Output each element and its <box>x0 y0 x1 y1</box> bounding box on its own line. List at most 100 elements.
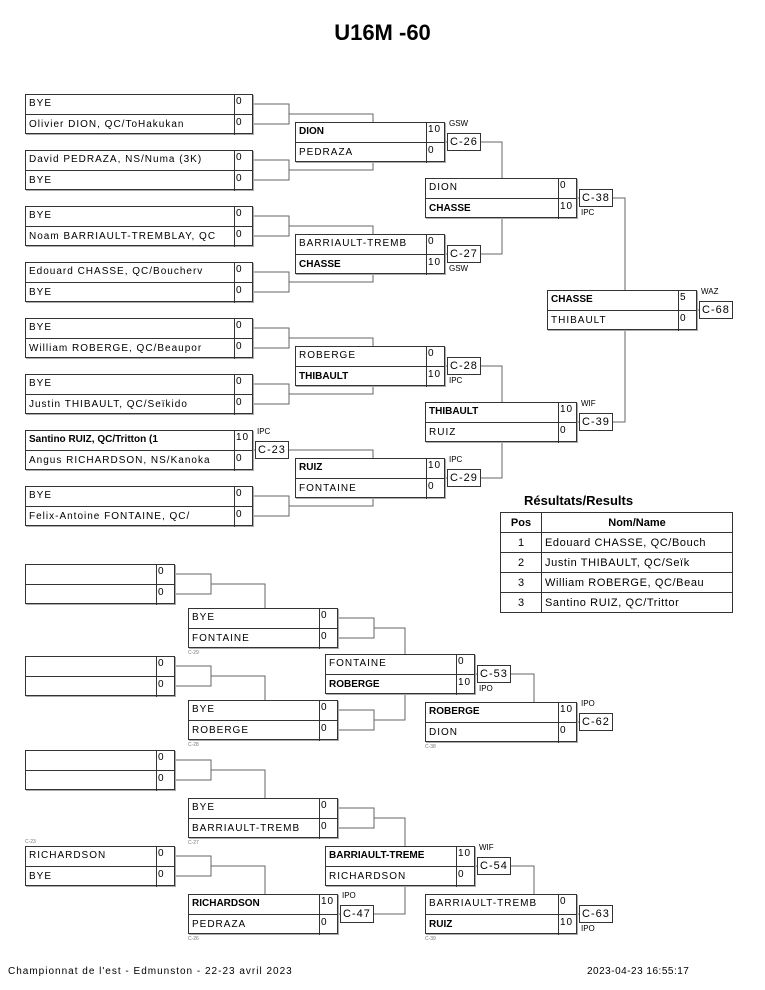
competitor-score: 0 <box>558 894 576 914</box>
match-code: C-68 <box>699 301 733 319</box>
score-note: IPO <box>581 699 595 708</box>
advance-connector <box>289 498 374 507</box>
competitor-row: David PEDRAZA, NS/Numa (3K)0 <box>26 150 252 170</box>
score-note: WIF <box>581 399 596 408</box>
advance-connector <box>289 162 374 171</box>
score-note: WIF <box>479 843 494 852</box>
competitor-name: Noam BARRIAULT-TREMBLAY, QC <box>29 231 217 242</box>
competitor-name: Felix-Antoine FONTAINE, QC/ <box>29 511 191 522</box>
advance-connector <box>481 365 503 402</box>
advance-connector <box>511 865 535 894</box>
advance-connector <box>289 274 374 283</box>
competitor-score: 10 <box>558 702 576 722</box>
score-note: IPC <box>257 427 271 436</box>
bye-bracket-connector <box>253 383 290 405</box>
competitor-score: 10 <box>456 675 474 695</box>
competitor-score: 10 <box>426 255 444 275</box>
bye-bracket-connector <box>175 855 212 877</box>
competitor-score: 0 <box>156 846 174 866</box>
competitor-name: BYE <box>29 210 53 221</box>
competitor-score: 10 <box>426 458 444 478</box>
competitor-name: RICHARDSON <box>29 850 107 861</box>
competitor-name: ROBERGE <box>429 706 480 717</box>
results-header: Pos Nom/Name <box>500 512 733 533</box>
score-note: GSW <box>449 119 469 128</box>
competitor-score: 0 <box>156 677 174 697</box>
competitor-row: 0 <box>26 676 174 697</box>
score-note: GSW <box>449 264 469 273</box>
match-code: C-27 <box>447 245 481 263</box>
competitor-name: Santino RUIZ, QC/Tritton (1 <box>29 434 158 445</box>
competitor-row: 0 <box>26 656 174 676</box>
competitor-name: William ROBERGE, QC/Beaupor <box>29 343 203 354</box>
competitor-name: BYE <box>29 287 53 298</box>
competitor-name: THIBAULT <box>299 371 349 382</box>
advance-connector <box>481 442 503 479</box>
competitor-name: RUIZ <box>429 427 457 438</box>
competitor-name: BYE <box>29 98 53 109</box>
bye-bracket-connector <box>175 759 212 781</box>
competitor-score: 0 <box>234 395 252 415</box>
competitor-score: 0 <box>156 750 174 770</box>
competitor-score: 10 <box>558 402 576 422</box>
match-code: C-28 <box>447 357 481 375</box>
competitor-score: 0 <box>234 318 252 338</box>
competitor-score: 0 <box>234 94 252 114</box>
competitor-name: BYE <box>192 802 216 813</box>
advance-connector <box>289 337 374 346</box>
competitor-score: 0 <box>234 374 252 394</box>
competitor-name: BYE <box>29 490 53 501</box>
competitor-score: 0 <box>234 507 252 527</box>
competitor-score: 0 <box>558 178 576 198</box>
bye-bracket-connector <box>253 159 290 181</box>
competitor-name: RICHARDSON <box>192 898 260 909</box>
match-code: C-54 <box>477 857 511 875</box>
competitor-name: Angus RICHARDSON, NS/Kanoka <box>29 455 211 466</box>
bye-bracket-connector <box>175 573 212 595</box>
competitor-name: CHASSE <box>299 259 341 270</box>
advance-connector <box>374 627 406 654</box>
competitor-score: 10 <box>319 894 337 914</box>
competitor-score: 0 <box>319 798 337 818</box>
advance-connector <box>211 865 266 894</box>
competitor-name: BARRIAULT-TREMB <box>429 898 538 909</box>
source-match-label: C-29 <box>188 650 199 656</box>
competitor-row: CHASSE 10 <box>296 254 444 275</box>
match-code: C-26 <box>447 133 481 151</box>
competitor-score: 0 <box>426 143 444 163</box>
advance-connector <box>511 673 535 702</box>
competitor-row: RICHARDSON 10 <box>189 894 337 914</box>
